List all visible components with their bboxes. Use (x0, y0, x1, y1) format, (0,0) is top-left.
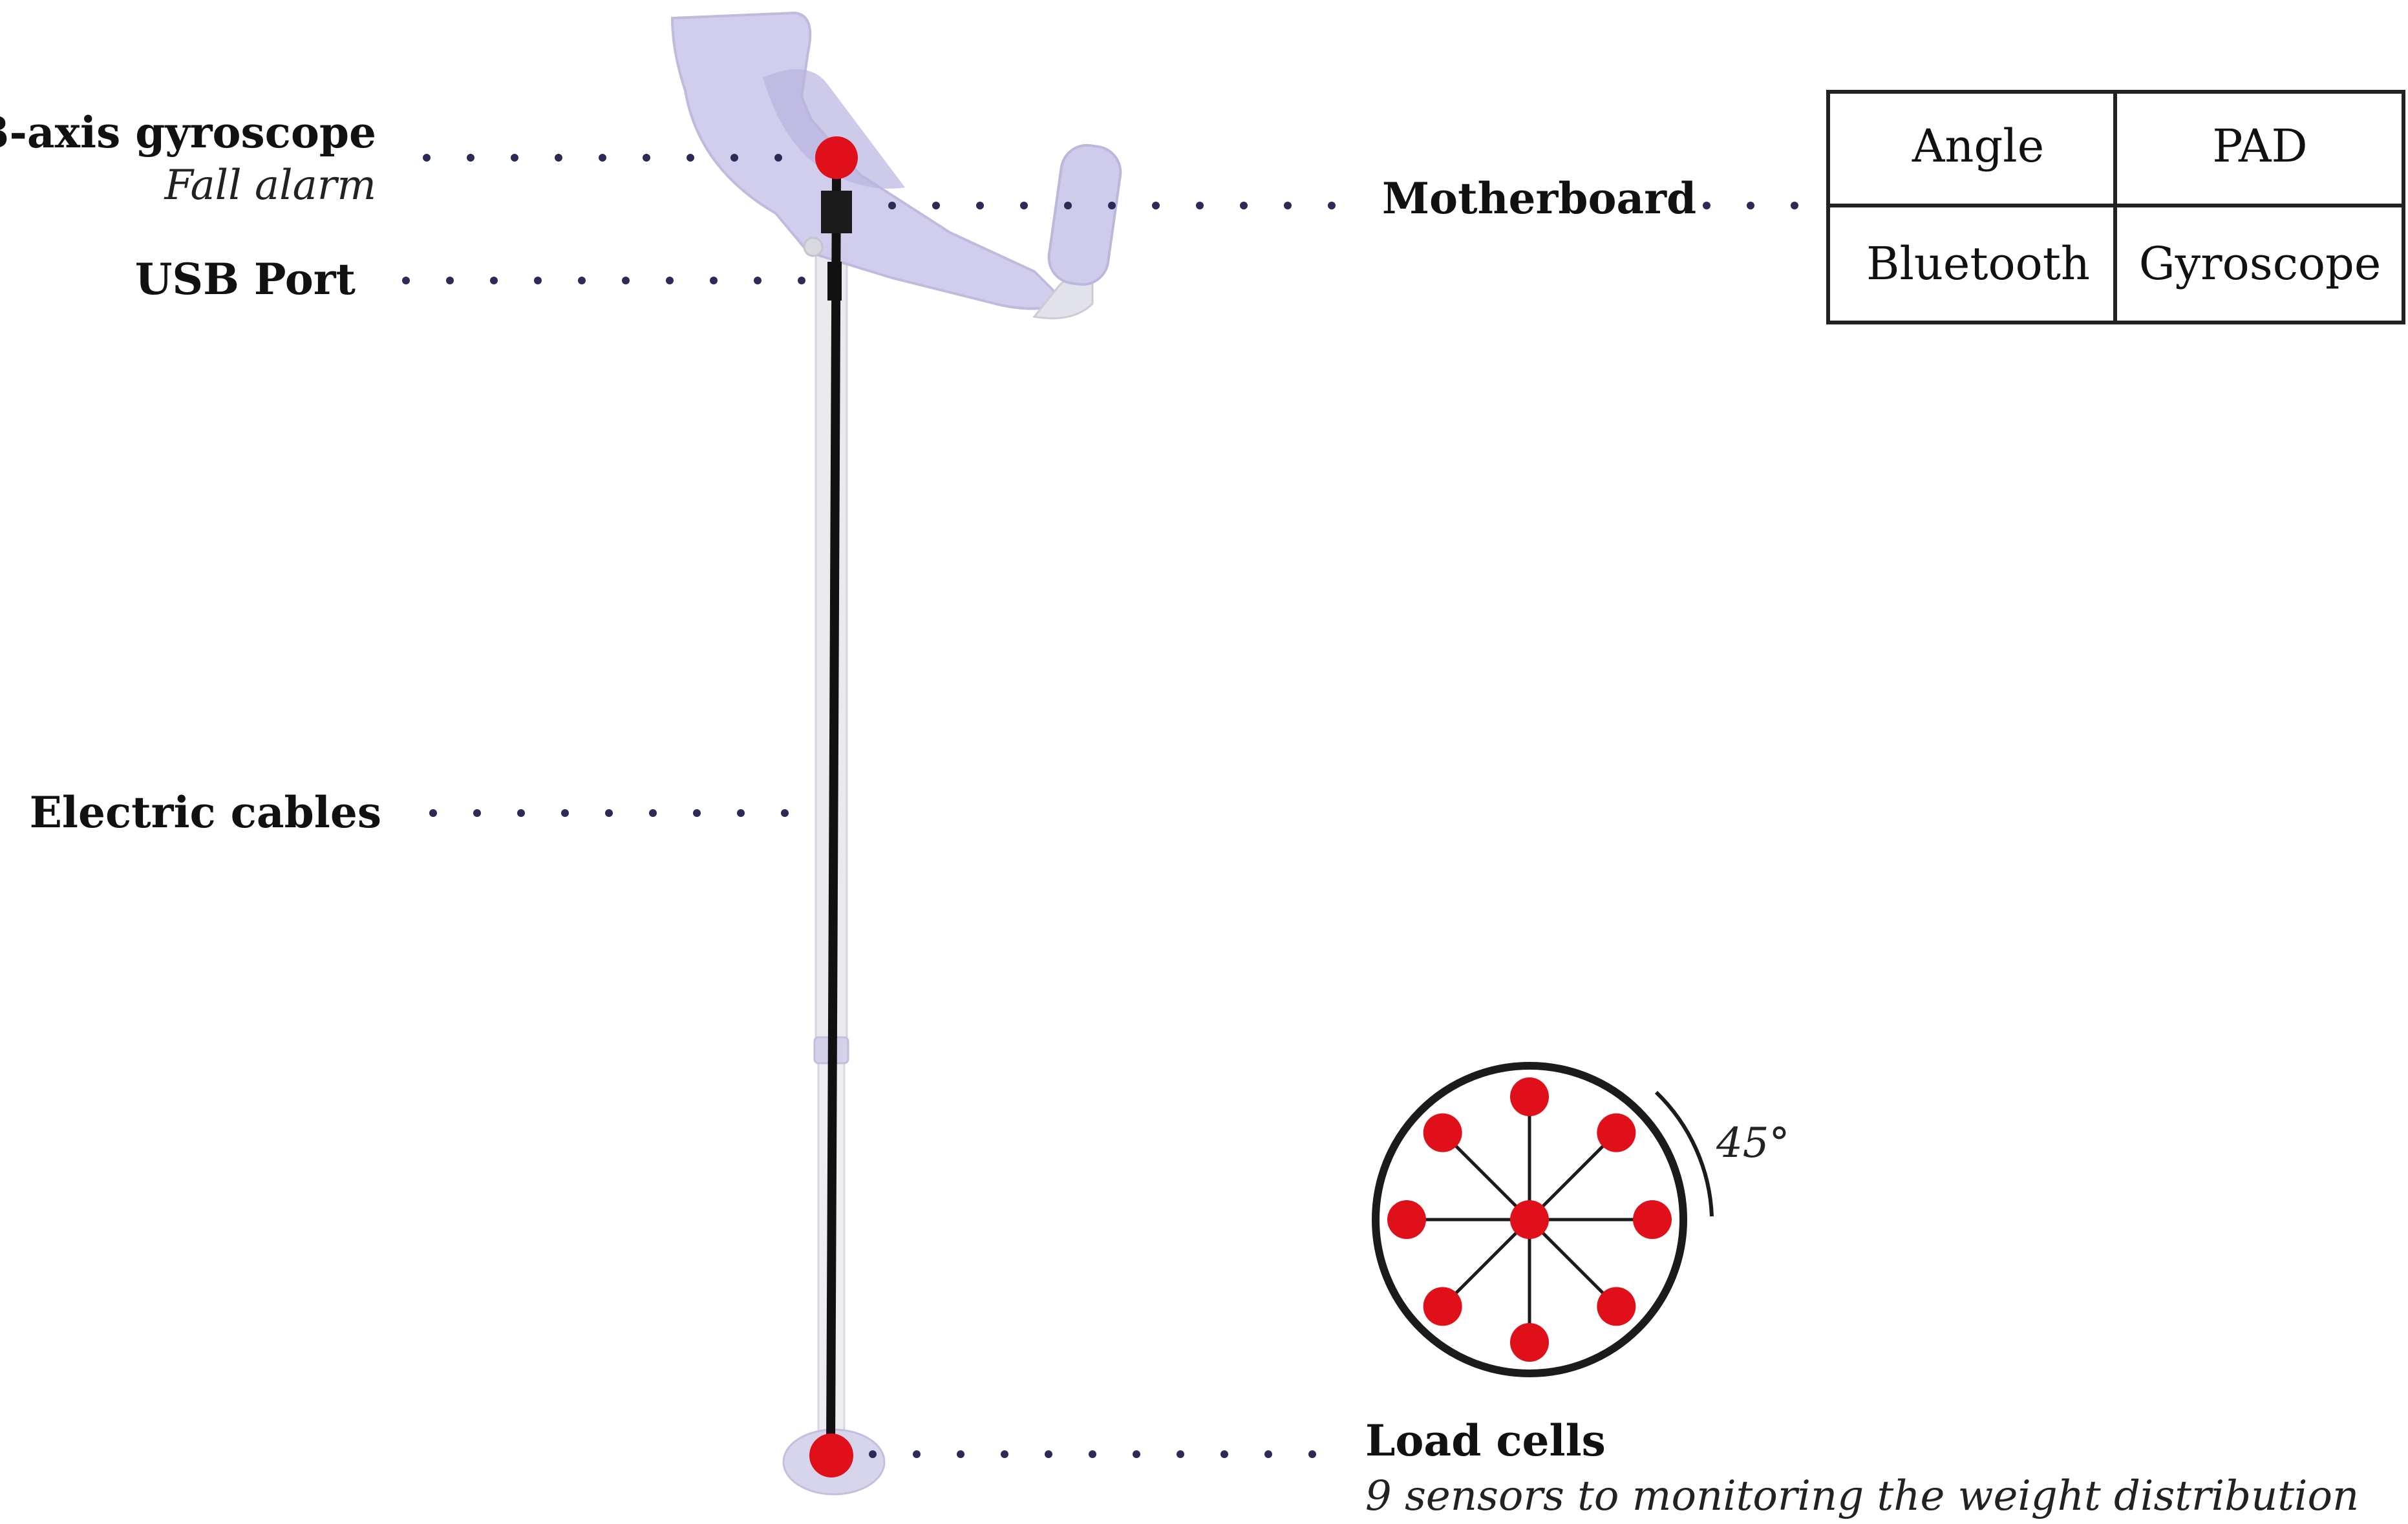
crutch-handle-grip (1047, 143, 1122, 286)
angle-label: 45° (1716, 1119, 1789, 1167)
load-cell-sensor-7 (1387, 1200, 1426, 1239)
load-cell-spokes (1407, 1097, 1652, 1342)
load-cell-spoke-8 (1441, 1131, 1531, 1221)
load-cell-spoke-6 (1441, 1218, 1531, 1308)
gyroscope-sublabel: Fall alarm (164, 162, 376, 209)
load-cell-layout: 45° (1372, 1062, 1789, 1377)
usb-port-label: USB Port (135, 254, 356, 304)
crutch-joint (803, 237, 824, 257)
load-cells-sublabel: 9 sensors to monitoring the weight distr… (1365, 1472, 2359, 1520)
load-cell-sensor (809, 1434, 853, 1477)
table-cell-pad: PAD (2212, 120, 2307, 173)
load-cell-sensor-5 (1510, 1323, 1549, 1362)
load-cell-sensors (1387, 1077, 1672, 1362)
electric-cables-label: Electric cables (30, 787, 381, 838)
load-cell-sensor-center (1510, 1200, 1549, 1239)
load-cell-sensor-1 (1510, 1077, 1549, 1116)
load-cell-sensor-2 (1597, 1113, 1636, 1152)
leader-lines (402, 154, 1807, 1458)
load-cell-spoke-4 (1528, 1218, 1618, 1308)
load-cell-spoke-2 (1528, 1131, 1618, 1221)
gyroscope-label: 3-axis gyroscope (0, 107, 376, 158)
angle-arc (1654, 1090, 1714, 1217)
electric-cable (826, 170, 841, 1452)
usb-port (827, 262, 842, 301)
crutch-cuff-highlight (763, 69, 905, 189)
motherboard-table: Angle PAD Bluetooth Gyroscope (1826, 90, 2405, 324)
motherboard-label: Motherboard (1382, 173, 1696, 224)
load-cell-sensor-6 (1423, 1287, 1462, 1326)
labels: 3-axis gyroscope Fall alarm USB Port Mot… (0, 107, 2359, 1520)
crutch (670, 11, 1122, 1496)
gyroscope-sensor (815, 136, 858, 179)
table-cell-gyroscope: Gyroscope (2139, 237, 2381, 290)
load-cell-sensor-8 (1423, 1113, 1462, 1152)
load-cell-sensor-3 (1633, 1200, 1672, 1239)
table-cell-angle: Angle (1912, 120, 2044, 173)
load-cells-label: Load cells (1365, 1415, 1606, 1466)
load-cell-sensor-4 (1597, 1287, 1636, 1326)
motherboard-block (821, 191, 852, 233)
table-cell-bluetooth: Bluetooth (1866, 237, 2090, 290)
